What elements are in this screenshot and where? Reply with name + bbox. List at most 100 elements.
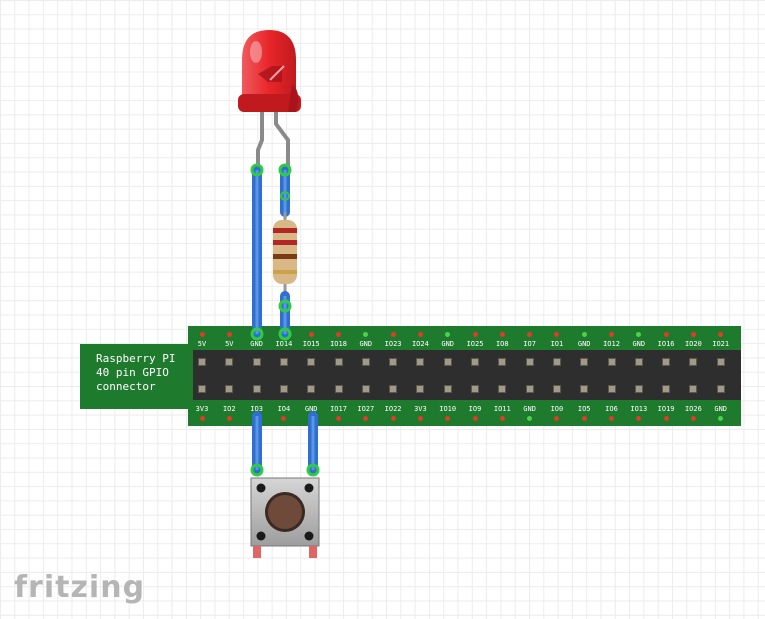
pin-label-top: GND (632, 340, 646, 348)
gpio-pin-top[interactable] (662, 358, 671, 366)
pin-label-top: GND (577, 340, 591, 348)
gpio-pin-bottom[interactable] (580, 385, 589, 393)
gpio-pin-top[interactable] (552, 358, 561, 366)
gpio-pin-top[interactable] (198, 358, 206, 366)
gpio-pin-bottom[interactable] (716, 385, 725, 393)
gpio-pin-top[interactable] (334, 358, 343, 366)
pin-indicator-bottom (663, 415, 669, 421)
gpio-pin-bottom[interactable] (307, 385, 316, 393)
gpio-pin-bottom[interactable] (252, 385, 261, 393)
gpio-pin-top[interactable] (580, 358, 589, 366)
pin-indicator-bottom (199, 415, 205, 421)
gpio-pin-bottom[interactable] (225, 385, 234, 393)
pin-indicator-bottom (527, 415, 533, 421)
pin-label-bottom: IO26 (684, 405, 702, 413)
wire-io3-button[interactable] (250, 411, 264, 477)
gpio-pin-top[interactable] (225, 358, 234, 366)
pin-label-bottom: 3V3 (195, 405, 209, 413)
pin-indicator-bottom (636, 415, 642, 421)
gpio-pin-top[interactable] (443, 358, 452, 366)
pin-indicator-top (445, 331, 451, 337)
resistor[interactable] (273, 212, 297, 300)
pin-label-top: IO15 (302, 340, 320, 348)
pin-indicator-bottom (690, 415, 696, 421)
gpio-pin-bottom[interactable] (607, 385, 616, 393)
gpio-label-line-1: Raspberry PI (96, 352, 176, 365)
pin-indicator-top (718, 331, 724, 337)
pin-label-top: IO14 (275, 340, 293, 348)
pin-label-bottom: IO22 (384, 405, 402, 413)
pin-label-bottom: GND (304, 405, 318, 413)
pin-indicator-top (499, 331, 505, 337)
pin-label-top: GND (250, 340, 263, 348)
pin-indicator-bottom (336, 415, 341, 421)
gpio-pin-top[interactable] (634, 358, 643, 366)
pin-indicator-bottom (554, 415, 560, 421)
gpio-pin-bottom[interactable] (361, 385, 370, 393)
pin-label-bottom: IO11 (493, 405, 511, 413)
wire-led-gnd[interactable] (250, 163, 264, 341)
red-led[interactable] (238, 30, 301, 112)
gpio-pin-top[interactable] (252, 358, 261, 366)
pin-label-top: IO8 (495, 340, 509, 348)
resistor-band-4 (273, 270, 297, 274)
pin-label-bottom: IO9 (468, 405, 482, 413)
gpio-label-line-3: connector (96, 380, 156, 393)
gpio-pin-top[interactable] (471, 358, 479, 366)
gpio-pin-top[interactable] (389, 358, 398, 366)
pin-label-bottom: IO5 (577, 405, 591, 413)
resistor-band-1 (273, 228, 297, 233)
gpio-pin-bottom[interactable] (634, 385, 643, 393)
gpio-pin-bottom[interactable] (389, 385, 398, 393)
pushbutton[interactable] (250, 477, 320, 558)
gpio-pin-bottom[interactable] (443, 385, 452, 393)
pin-indicator-top (609, 331, 614, 337)
gpio-pin-top[interactable] (607, 358, 616, 366)
pin-label-top: IO16 (657, 340, 675, 348)
gpio-pin-bottom[interactable] (198, 385, 206, 393)
pin-indicator-top (390, 331, 396, 337)
gpio-pin-top[interactable] (361, 358, 370, 366)
pin-label-top: GND (441, 340, 455, 348)
pin-indicator-bottom (281, 415, 287, 421)
gpio-pin-bottom[interactable] (334, 385, 343, 393)
wire-led-resistor[interactable] (278, 163, 292, 217)
pin-label-top: IO24 (411, 340, 429, 348)
gpio-pin-top[interactable] (279, 358, 288, 366)
gpio-pin-top[interactable] (498, 358, 507, 366)
gpio-connector-label: Raspberry PI 40 pin GPIO connector (80, 344, 193, 409)
pin-indicator-bottom (718, 415, 724, 421)
pin-indicator-top (581, 331, 587, 337)
gpio-pin-bottom[interactable] (471, 385, 479, 393)
pin-indicator-bottom (390, 415, 396, 421)
gpio-pin-bottom[interactable] (498, 385, 507, 393)
gpio-pin-bottom[interactable] (662, 385, 671, 393)
pin-label-top: GND (359, 340, 373, 348)
gpio-pin-top[interactable] (716, 358, 725, 366)
gpio-pin-top[interactable] (307, 358, 316, 366)
pin-indicator-top (554, 331, 560, 337)
pin-label-top: IO20 (684, 340, 702, 348)
gpio-label-line-2: 40 pin GPIO (96, 366, 169, 379)
pin-indicator-top (417, 331, 423, 337)
pin-label-bottom: IO3 (250, 405, 263, 413)
pin-label-top: 5V (197, 340, 207, 348)
pin-label-bottom: GND (714, 405, 728, 413)
wire-gnd-button[interactable] (306, 411, 320, 477)
pin-label-bottom: IO17 (330, 405, 347, 413)
gpio-pin-bottom[interactable] (279, 385, 288, 393)
gpio-pin-bottom[interactable] (552, 385, 561, 393)
gpio-pin-bottom[interactable] (416, 385, 425, 393)
gpio-pin-bottom[interactable] (689, 385, 698, 393)
gpio-pin-top[interactable] (689, 358, 698, 366)
gpio-pin-top[interactable] (416, 358, 425, 366)
pin-indicator-top (636, 331, 642, 337)
pin-indicator-bottom (363, 415, 369, 421)
pin-label-bottom: IO19 (657, 405, 675, 413)
pin-indicator-top (527, 331, 533, 337)
pin-indicator-top (226, 331, 232, 337)
gpio-pin-top[interactable] (525, 358, 534, 366)
gpio-pin-bottom[interactable] (525, 385, 534, 393)
wire-resistor-io14[interactable] (278, 291, 292, 341)
